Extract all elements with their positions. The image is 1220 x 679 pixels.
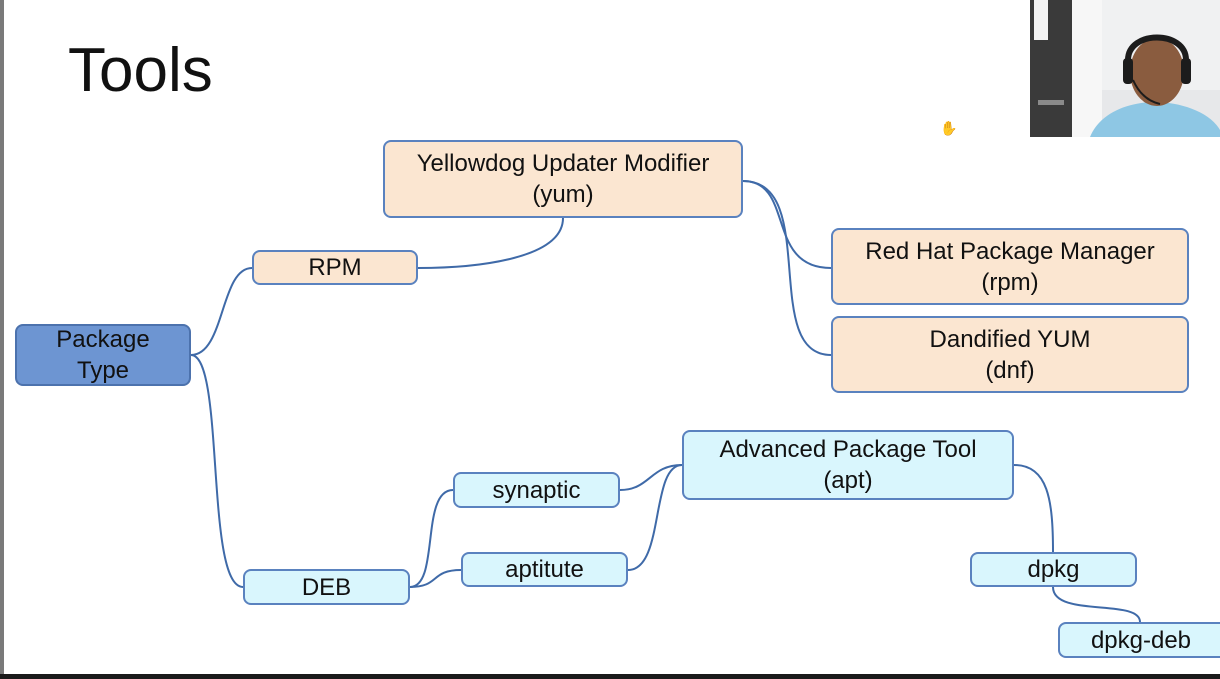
link-package-deb bbox=[190, 354, 244, 588]
link-apt-dpkg bbox=[1013, 464, 1054, 553]
link-aptitute-apt bbox=[627, 464, 683, 571]
node-dnf: Dandified YUM (dnf) bbox=[831, 316, 1189, 393]
node-deb: DEB bbox=[243, 569, 410, 605]
node-yum: Yellowdog Updater Modifier (yum) bbox=[383, 140, 743, 218]
presenter-webcam-overlay bbox=[1030, 0, 1220, 137]
link-yum-dnf bbox=[742, 180, 832, 356]
node-package-type: Package Type bbox=[15, 324, 191, 386]
link-deb-synaptic bbox=[409, 489, 454, 588]
link-rpm-yum bbox=[417, 217, 564, 269]
node-dpkg: dpkg bbox=[970, 552, 1137, 587]
presenter-video-image bbox=[1030, 0, 1220, 137]
link-package-rpm bbox=[190, 267, 253, 356]
node-apt: Advanced Package Tool (apt) bbox=[682, 430, 1014, 500]
node-rpm-manager: Red Hat Package Manager (rpm) bbox=[831, 228, 1189, 305]
node-aptitute: aptitute bbox=[461, 552, 628, 587]
hand-cursor-icon: ✋ bbox=[940, 120, 958, 136]
slide-title: Tools bbox=[68, 36, 213, 105]
node-synaptic: synaptic bbox=[453, 472, 620, 508]
link-deb-aptitute bbox=[409, 569, 462, 588]
node-dpkg-deb: dpkg-deb bbox=[1058, 622, 1220, 658]
link-yum-rpmmanager bbox=[742, 180, 832, 269]
window-left-border bbox=[0, 0, 4, 679]
window-bottom-border bbox=[0, 674, 1220, 679]
link-dpkg-dpkgdeb bbox=[1052, 586, 1141, 623]
link-synaptic-apt bbox=[619, 464, 683, 491]
node-rpm: RPM bbox=[252, 250, 418, 285]
